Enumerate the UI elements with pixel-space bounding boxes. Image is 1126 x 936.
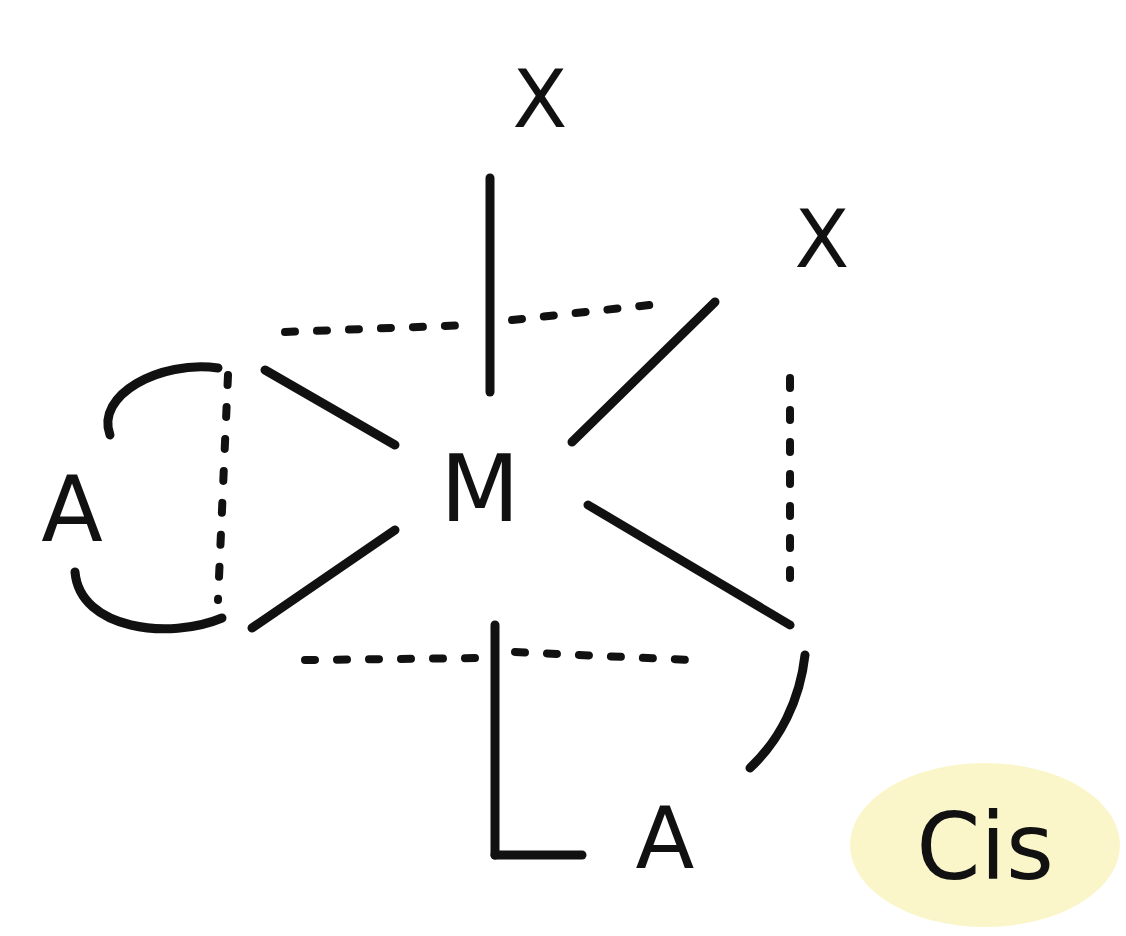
isomer-label: Cis — [916, 802, 1054, 894]
ligand-x: X — [513, 60, 568, 140]
metal-center: M — [440, 444, 519, 536]
chelate-ligand: A — [636, 795, 695, 881]
ligand-x: X — [795, 200, 850, 280]
chelate-ligand: A — [41, 465, 103, 555]
highlight — [850, 763, 1120, 927]
